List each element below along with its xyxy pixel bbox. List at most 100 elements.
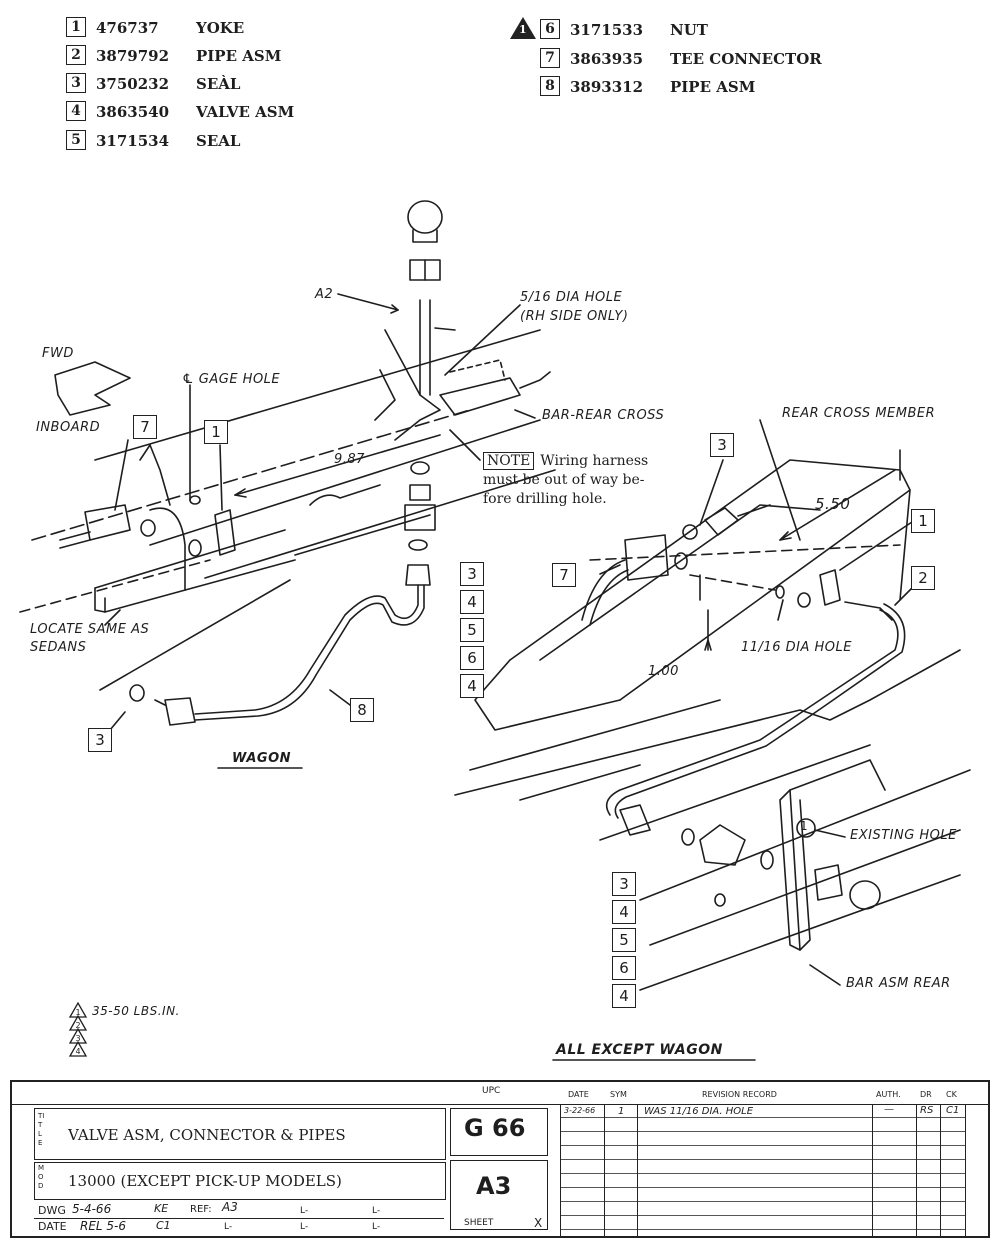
- part-code: 3171533: [570, 21, 644, 39]
- valve-knob: [407, 200, 443, 234]
- callout-4: 4: [460, 590, 484, 614]
- pipe-stub: [581, 559, 626, 621]
- note-line: Wiring harness: [540, 453, 649, 469]
- seal-ring: [140, 519, 156, 537]
- cross-member-edge: [899, 489, 911, 601]
- dimension-line-550: [779, 469, 896, 541]
- part-name: PIPE ASM: [670, 78, 756, 96]
- callout-5: 5: [612, 928, 636, 952]
- torque-triangle-number: 1: [75, 1008, 80, 1017]
- part-code: 3893312: [570, 78, 644, 96]
- hole-label-line1: 5/16 DIA HOLE: [520, 290, 623, 305]
- bar-end: [519, 371, 551, 389]
- rev-col-line: [872, 1104, 873, 1236]
- existing-hole-marker: [796, 818, 816, 838]
- fwd-arrow-icon: [54, 361, 131, 416]
- rev-header-dr: DR: [920, 1090, 932, 1099]
- callout-7: 7: [133, 415, 157, 439]
- frame-line: [649, 829, 961, 946]
- callout-leader: [839, 519, 916, 571]
- callout-leader: [114, 439, 129, 511]
- seal-ring: [129, 684, 145, 702]
- frame-line: [519, 764, 641, 801]
- valve-body: [699, 824, 746, 866]
- nut-hex: [814, 864, 843, 901]
- l-field: L-: [224, 1222, 233, 1232]
- caution-triangle-icon: 1: [510, 17, 536, 39]
- title-area: [34, 1108, 446, 1160]
- divider: [34, 1218, 444, 1219]
- seal-ring: [760, 850, 774, 870]
- hole-leader: [777, 599, 784, 621]
- frame-flange: [94, 587, 106, 613]
- inboard-label: INBOARD: [36, 420, 101, 435]
- frame-line: [639, 769, 971, 901]
- callout-leader: [109, 711, 126, 731]
- frame-hole: [714, 893, 726, 907]
- dwg-initials: KE: [154, 1202, 169, 1215]
- model-area: [34, 1162, 446, 1200]
- fitting-nut: [405, 564, 431, 586]
- callout-6: 6: [460, 646, 484, 670]
- seal-ring: [681, 828, 695, 846]
- dwg-label: DWG: [38, 1204, 66, 1217]
- callout-3: 3: [612, 872, 636, 896]
- locate-leader: [104, 609, 121, 626]
- bar-asm-rear-label: BAR ASM REAR: [846, 976, 951, 991]
- sheet-label: SHEET: [464, 1218, 494, 1228]
- frame-rail-line: [204, 469, 556, 579]
- part-name: SEAL: [196, 132, 241, 150]
- seal-ring: [408, 539, 428, 551]
- locate-label-line2: SEDANS: [30, 640, 87, 655]
- callout-4: 4: [612, 900, 636, 924]
- part-code: 3879792: [96, 47, 170, 65]
- rev-col-line: [916, 1104, 917, 1236]
- centerline: [589, 544, 901, 561]
- pipe-asm-2: [605, 609, 899, 816]
- upc-code: G 66: [464, 1114, 526, 1142]
- rear-cross-member-label: REAR CROSS MEMBER: [782, 406, 936, 421]
- fitting-nut: [704, 507, 739, 536]
- part-code: 3863540: [96, 103, 170, 121]
- frame-rail-line: [104, 559, 296, 613]
- rev-header-date: DATE: [568, 1090, 589, 1099]
- seal-ring: [797, 592, 811, 608]
- dim-a2-label: A2: [315, 287, 334, 302]
- callout-4: 4: [612, 984, 636, 1008]
- bracket-edge: [139, 444, 171, 506]
- rev-header-auth: AUTH.: [876, 1090, 901, 1099]
- part-code: 476737: [96, 19, 159, 37]
- note-label: NOTE: [483, 452, 535, 470]
- callout-leader: [219, 444, 223, 511]
- torque-triangle-icon: [68, 1040, 88, 1057]
- tee-pipe: [149, 507, 186, 591]
- l-field: L-: [372, 1222, 381, 1232]
- part-name: SEÀL: [196, 75, 241, 93]
- dia-hole: [775, 585, 785, 599]
- upc-box: [450, 1108, 548, 1156]
- rev-col-line: [604, 1104, 605, 1236]
- callout-6: 6: [612, 956, 636, 980]
- frame-line: [469, 699, 721, 771]
- hole-label-line2: (RH SIDE ONLY): [520, 309, 629, 324]
- callout-3: 3: [460, 562, 484, 586]
- cross-member-leader: [759, 419, 801, 541]
- l-field: L-: [300, 1222, 309, 1232]
- hole-1116-label: 11/16 DIA HOLE: [741, 640, 852, 655]
- date-label: DATE: [38, 1220, 67, 1233]
- seal-ring: [682, 524, 698, 540]
- upc-label: UPC: [482, 1086, 501, 1096]
- rev-header-ck: CK: [946, 1090, 957, 1099]
- pipe-end-nut: [164, 697, 196, 726]
- dim-987-label: 9.87: [334, 452, 365, 467]
- frame-rail-line: [294, 514, 431, 556]
- dim-100-label: 1.00: [648, 664, 679, 679]
- part-number-box: 5: [66, 130, 86, 150]
- valve-body: [404, 504, 436, 531]
- callout-leader: [699, 459, 724, 526]
- gage-hole-label: ℄ GAGE HOLE: [182, 372, 281, 387]
- part-code: 3863935: [570, 50, 644, 68]
- note-line: fore drilling hole.: [483, 491, 607, 507]
- callout-leader: [599, 564, 621, 575]
